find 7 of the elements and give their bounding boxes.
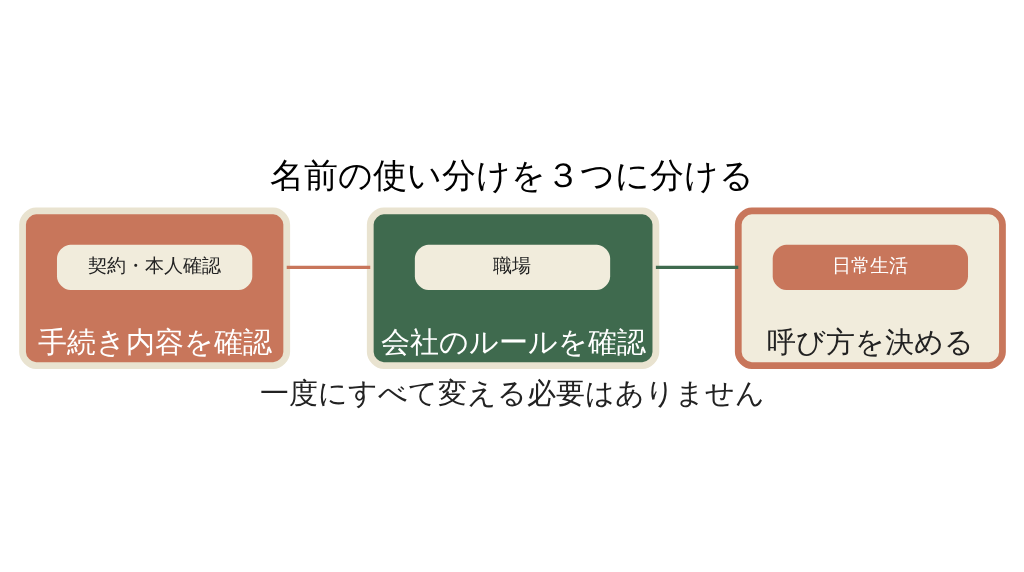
caption: 一度にすべて変える必要はありません: [259, 375, 765, 410]
node-box: 日常生活: [772, 244, 968, 290]
node-box: 契約・本人確認: [56, 244, 252, 290]
node-box: 職場: [414, 244, 610, 290]
connector: [286, 265, 370, 270]
diagram-title: 名前の使い分けを３つに分ける: [270, 156, 754, 196]
connector: [655, 265, 738, 270]
